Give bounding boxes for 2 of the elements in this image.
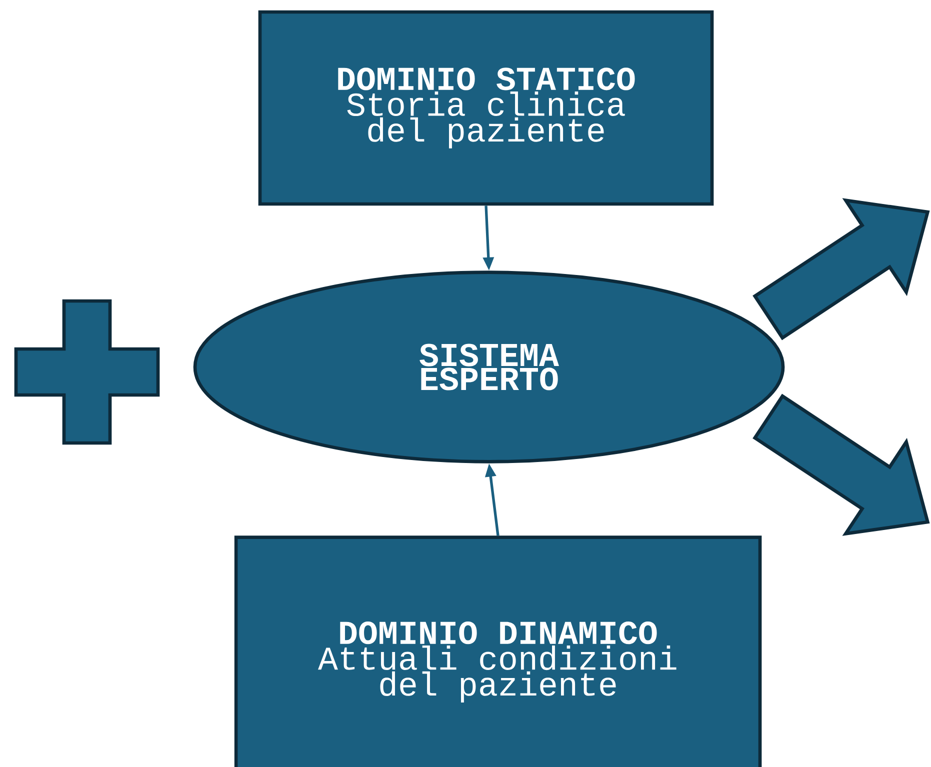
domain-box: DOMINIO STATICO Storia clinica del paziente <box>258 10 714 206</box>
domain-box: DOMINIO DINAMICO Attuali condizioni del paziente <box>234 536 762 767</box>
